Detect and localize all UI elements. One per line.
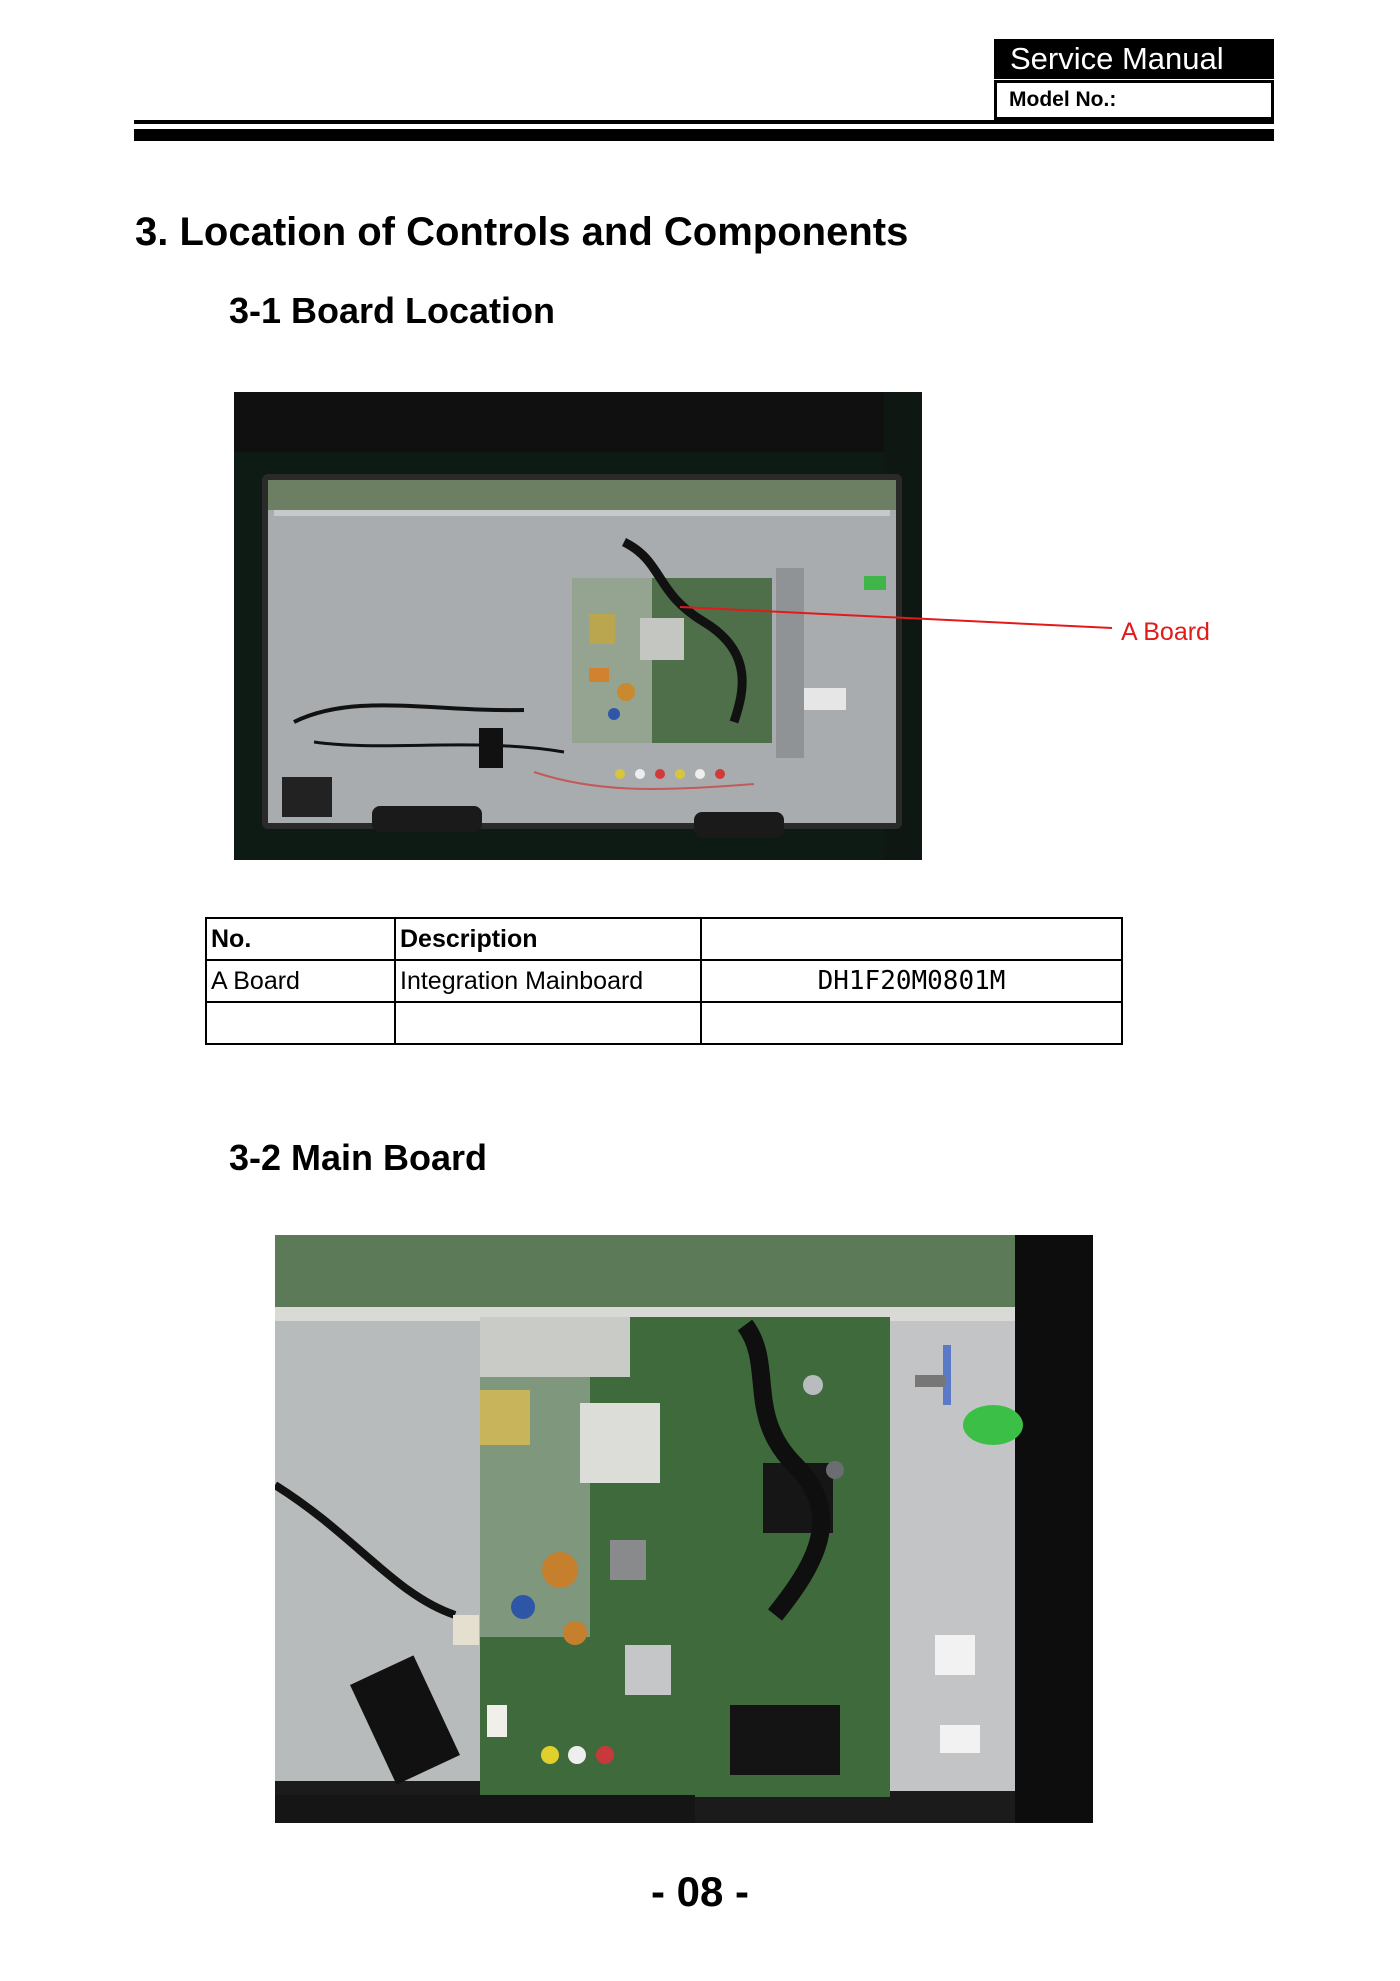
section-title: 3. Location of Controls and Components: [135, 210, 909, 254]
header-rule-thin: [134, 120, 1274, 124]
callout-label-a-board: A Board: [1121, 618, 1210, 646]
table-header-no: No.: [205, 917, 396, 961]
table-cell-part-code: [700, 1001, 1123, 1045]
table-cell-no: [205, 1001, 396, 1045]
table-header-description: Description: [394, 917, 702, 961]
subsection-title-main-board: 3-2 Main Board: [229, 1137, 488, 1178]
table-cell-part-code: DH1F20M0801M: [700, 959, 1123, 1003]
main-board-photo: [275, 1235, 1093, 1823]
table-cell-description: Integration Mainboard: [394, 959, 702, 1003]
subsection-title-board-location: 3-1 Board Location: [229, 290, 556, 331]
table-row: [205, 1001, 1123, 1045]
table-header-row: No. Description: [205, 917, 1123, 961]
model-number-box: Model No.:: [994, 80, 1274, 120]
board-location-photo: [234, 392, 922, 860]
parts-table: No. Description A Board Integration Main…: [205, 917, 1123, 1045]
table-row: A Board Integration Mainboard DH1F20M080…: [205, 959, 1123, 1003]
table-header-part-code: [700, 917, 1123, 961]
page-number: - 08 -: [650, 1868, 750, 1915]
header-rule-thick: [134, 129, 1274, 141]
table-cell-description: [394, 1001, 702, 1045]
document-title-box: Service Manual: [994, 39, 1274, 79]
table-cell-no: A Board: [205, 959, 396, 1003]
